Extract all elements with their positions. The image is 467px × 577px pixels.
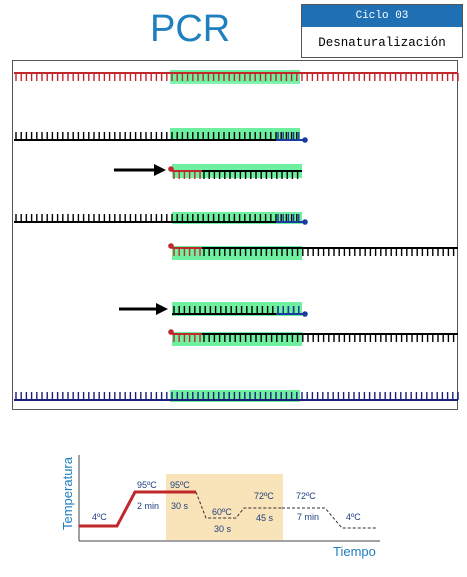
temp-label-6: 4ºC [346,512,361,522]
strand-start-dot-row5 [168,243,174,249]
primer-end-row6 [276,306,303,315]
primer-end-row4 [276,214,303,223]
step-label: Desnaturalización [318,36,446,50]
time-label-3: 30 s [214,524,232,534]
cycle-status-panel: Ciclo 03 Desnaturalización [301,4,463,58]
temp-line-initial [79,490,196,528]
primer-end-row2 [276,132,303,141]
new-strand-row2 [14,132,300,141]
temp-label-3: 60ºC [212,507,232,517]
new-strand-row7 [202,333,458,342]
new-strand-row5 [202,247,458,256]
parent-strand-top [14,72,459,81]
temp-label-4: 72ºC [254,491,274,501]
temp-label-1: 95ºC [137,480,157,490]
strand-start-dot-row7 [168,329,174,335]
temp-label-2: 95ºC [170,480,190,490]
strand-end-dot-row2 [302,137,308,143]
time-label-5: 7 min [297,512,319,522]
page-title: PCR [150,8,231,50]
temp-label-5: 72ºC [296,491,316,501]
direction-arrow-row6 [119,303,168,315]
cycle-highlight-box [166,474,283,540]
time-label-2: 30 s [171,501,189,511]
time-label-1: 2 min [137,501,159,511]
primer-row7 [172,333,202,342]
short-strand-row3 [202,170,302,179]
strand-end-dot-row4 [302,219,308,225]
arrow-head [154,164,166,176]
time-label-4: 45 s [256,513,274,523]
dna-diagram-frame [12,60,458,410]
strand-end-dot-row6 [302,311,308,317]
strand-start-dot-row3 [168,166,174,172]
primer-row3 [172,170,202,179]
cycle-label: Ciclo 03 [302,5,462,27]
temp-line-final [282,507,376,529]
arrow-head [156,303,168,315]
primer-row5 [172,247,202,256]
new-strand-row4 [14,214,300,223]
direction-arrow-row3 [114,164,166,176]
y-axis-label: Temperatura [60,456,75,530]
temp-label-0: 4ºC [92,512,107,522]
parent-strand-bottom [14,392,459,401]
x-axis-label: Tiempo [333,544,376,559]
temp-line-cycle [195,491,282,519]
